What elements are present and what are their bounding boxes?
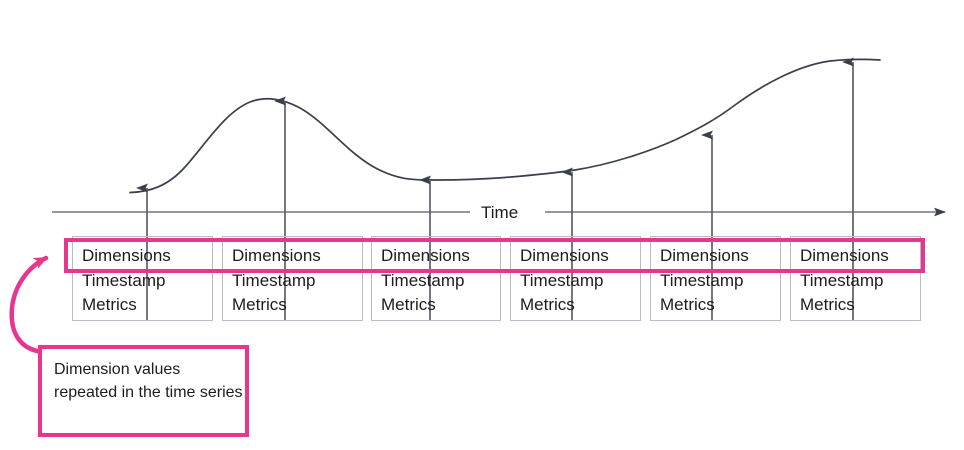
record-card: Dimensions Timestamp Metrics	[510, 236, 641, 321]
card-timestamp-label: Timestamp	[381, 271, 465, 290]
card-timestamp-label: Timestamp	[800, 271, 884, 290]
record-card: Dimensions Timestamp Metrics	[371, 236, 501, 321]
card-metrics-label: Metrics	[800, 295, 855, 314]
sample-arrows	[136, 57, 854, 320]
callout-text: Dimension values repeated in the time se…	[54, 361, 243, 401]
card-timestamp-label: Timestamp	[232, 271, 316, 290]
record-card: Dimensions Timestamp Metrics	[790, 236, 921, 321]
dimensions-row-highlight	[64, 238, 925, 273]
record-card: Dimensions Timestamp Metrics	[72, 236, 213, 321]
record-card: Dimensions Timestamp Metrics	[222, 236, 363, 321]
card-timestamp-label: Timestamp	[660, 271, 744, 290]
axis-label-time: Time	[481, 203, 519, 222]
card-dimensions-label: Dimensions	[381, 246, 470, 265]
card-timestamp-label: Timestamp	[520, 271, 604, 290]
card-metrics-label: Metrics	[232, 295, 287, 314]
record-card: Dimensions Timestamp Metrics	[650, 236, 781, 321]
card-metrics-label: Metrics	[520, 295, 575, 314]
card-metrics-label: Metrics	[381, 295, 436, 314]
card-dimensions-label: Dimensions	[232, 246, 321, 265]
callout-connector-arrow	[9, 255, 49, 355]
card-timestamp-label: Timestamp	[82, 271, 166, 290]
card-dimensions-label: Dimensions	[660, 246, 749, 265]
card-dimensions-label: Dimensions	[520, 246, 609, 265]
card-metrics-label: Metrics	[82, 295, 137, 314]
card-dimensions-label: Dimensions	[800, 246, 889, 265]
card-metrics-label: Metrics	[660, 295, 715, 314]
time-series-curve	[129, 58, 881, 194]
callout-box: Dimension values repeated in the time se…	[38, 345, 249, 437]
card-dimensions-label: Dimensions	[82, 246, 171, 265]
